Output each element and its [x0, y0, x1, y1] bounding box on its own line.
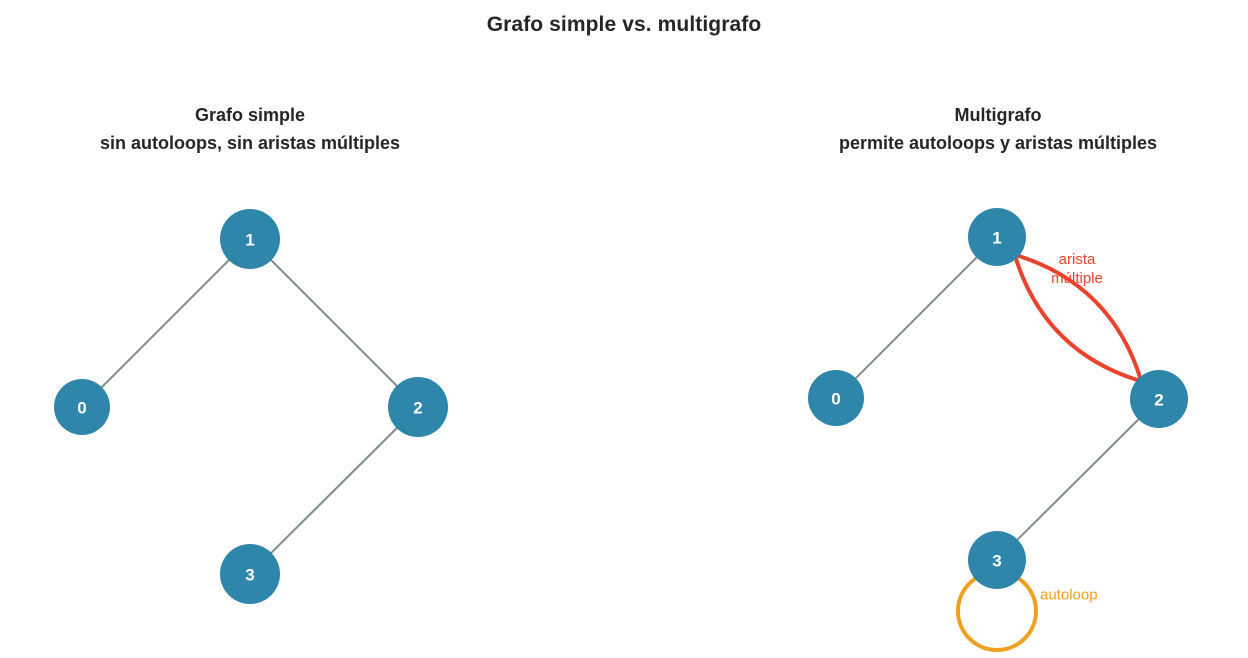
- edge-left-1-2: [249, 238, 419, 408]
- edge-right-0-1: [835, 236, 998, 399]
- node-left-0[interactable]: [54, 379, 110, 435]
- panel-title-left-line1: Grafo simple: [194, 105, 306, 125]
- left-graph-nodes: 0 1 2 3: [54, 209, 448, 604]
- edge-left-2-3: [249, 406, 419, 575]
- node-right-3[interactable]: [968, 531, 1026, 589]
- node-right-1[interactable]: [968, 208, 1026, 266]
- node-right-0[interactable]: [808, 370, 864, 426]
- node-right-2[interactable]: [1130, 370, 1188, 428]
- annotation-autoloop: autoloop: [1040, 587, 1098, 604]
- node-label-left-2: 2: [413, 399, 422, 418]
- edge-left-0-1: [81, 238, 251, 408]
- panel-title-right-line2: permite autoloops y aristas múltiples: [838, 132, 1158, 153]
- panel-title-left: Grafo simple sin autoloops, sin aristas …: [0, 102, 500, 158]
- node-left-3[interactable]: [220, 544, 280, 604]
- left-graph-edges: [81, 238, 419, 575]
- node-label-left-3: 3: [245, 566, 254, 585]
- node-label-right-3: 3: [992, 552, 1001, 571]
- node-left-2[interactable]: [388, 377, 448, 437]
- node-label-left-0: 0: [77, 399, 86, 418]
- edge-right-2-3: [996, 398, 1160, 561]
- panel-title-right: Multigrafo permite autoloops y aristas m…: [748, 102, 1248, 158]
- node-label-left-1: 1: [245, 231, 254, 250]
- node-label-right-0: 0: [831, 390, 840, 409]
- node-left-1[interactable]: [220, 209, 280, 269]
- edge-multiple-1-2: [1012, 252, 1144, 384]
- node-label-right-2: 2: [1154, 391, 1163, 410]
- right-graph-nodes: 0 1 2 3: [808, 208, 1188, 589]
- panel-title-left-line2: sin autoloops, sin aristas múltiples: [99, 132, 401, 153]
- node-label-right-1: 1: [992, 229, 1001, 248]
- figure-title: Grafo simple vs. multigrafo: [486, 13, 762, 36]
- edge-multiple-1-2: [1012, 252, 1144, 384]
- panel-title-right-line1: Multigrafo: [954, 105, 1042, 125]
